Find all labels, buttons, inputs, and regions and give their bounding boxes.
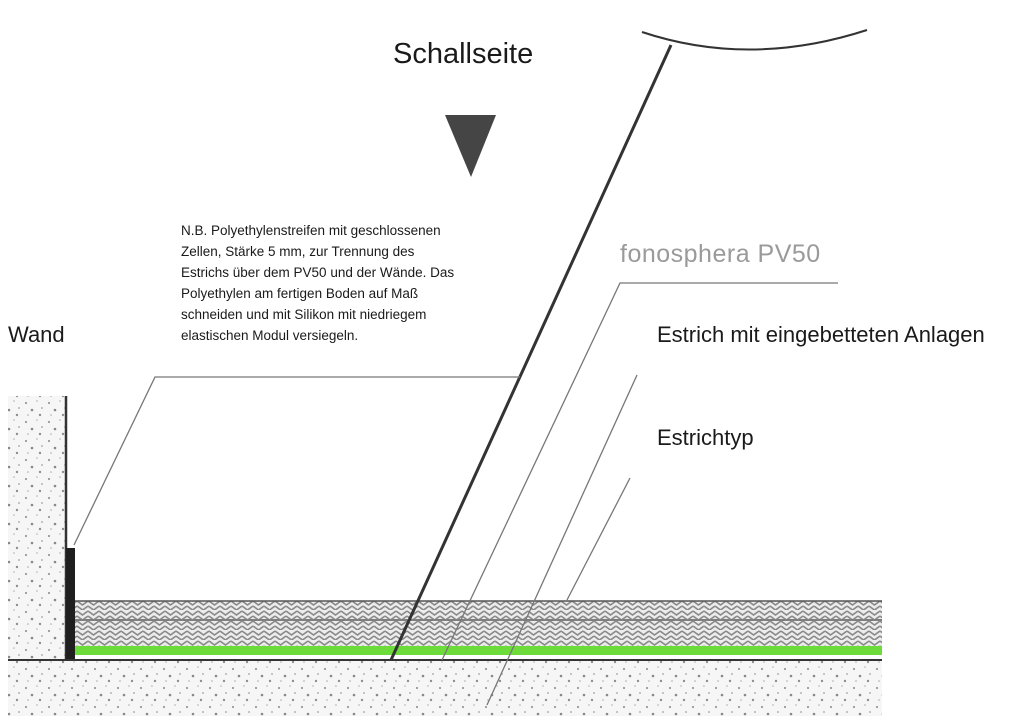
polyethylene-strip bbox=[66, 548, 75, 660]
note-line: Polyethylen am fertigen Boden auf Maß bbox=[181, 286, 419, 301]
note-line: Zellen, Stärke 5 mm, zur Trennung des bbox=[181, 244, 415, 259]
pv50-leader-line bbox=[441, 282, 838, 661]
wall bbox=[8, 396, 68, 661]
note-line: Estrichs über dem PV50 und der Wände. Da… bbox=[181, 265, 455, 280]
screed-installations-leader-line bbox=[486, 374, 638, 706]
sound-source-curve bbox=[641, 29, 868, 51]
sound-side-title: Schallseite bbox=[393, 38, 534, 70]
screed-layer-lower bbox=[75, 621, 882, 646]
strip-leader-line bbox=[73, 376, 520, 546]
note-line: N.B. Polyethylenstreifen mit geschlossen… bbox=[181, 223, 441, 238]
product-label: fonosphera PV50 bbox=[620, 240, 821, 268]
strip-note: N.B. Polyethylenstreifen mit geschlossen… bbox=[181, 220, 501, 346]
screed-type-label: Estrichtyp bbox=[657, 425, 754, 450]
concrete-slab bbox=[8, 661, 882, 716]
product-leader-line bbox=[389, 44, 673, 661]
screed-layer-upper bbox=[75, 600, 882, 619]
wall-label: Wand bbox=[8, 322, 65, 347]
screed-installations-label: Estrich mit eingebetteten Anlagen bbox=[657, 322, 985, 347]
screed-type-leader-line bbox=[566, 477, 631, 601]
sound-direction-arrow bbox=[445, 115, 496, 177]
note-line: schneiden und mit Silikon mit niedriegem bbox=[181, 307, 427, 322]
pv50-layer bbox=[75, 646, 882, 655]
note-line: elastischen Modul versiegeln. bbox=[181, 328, 359, 343]
